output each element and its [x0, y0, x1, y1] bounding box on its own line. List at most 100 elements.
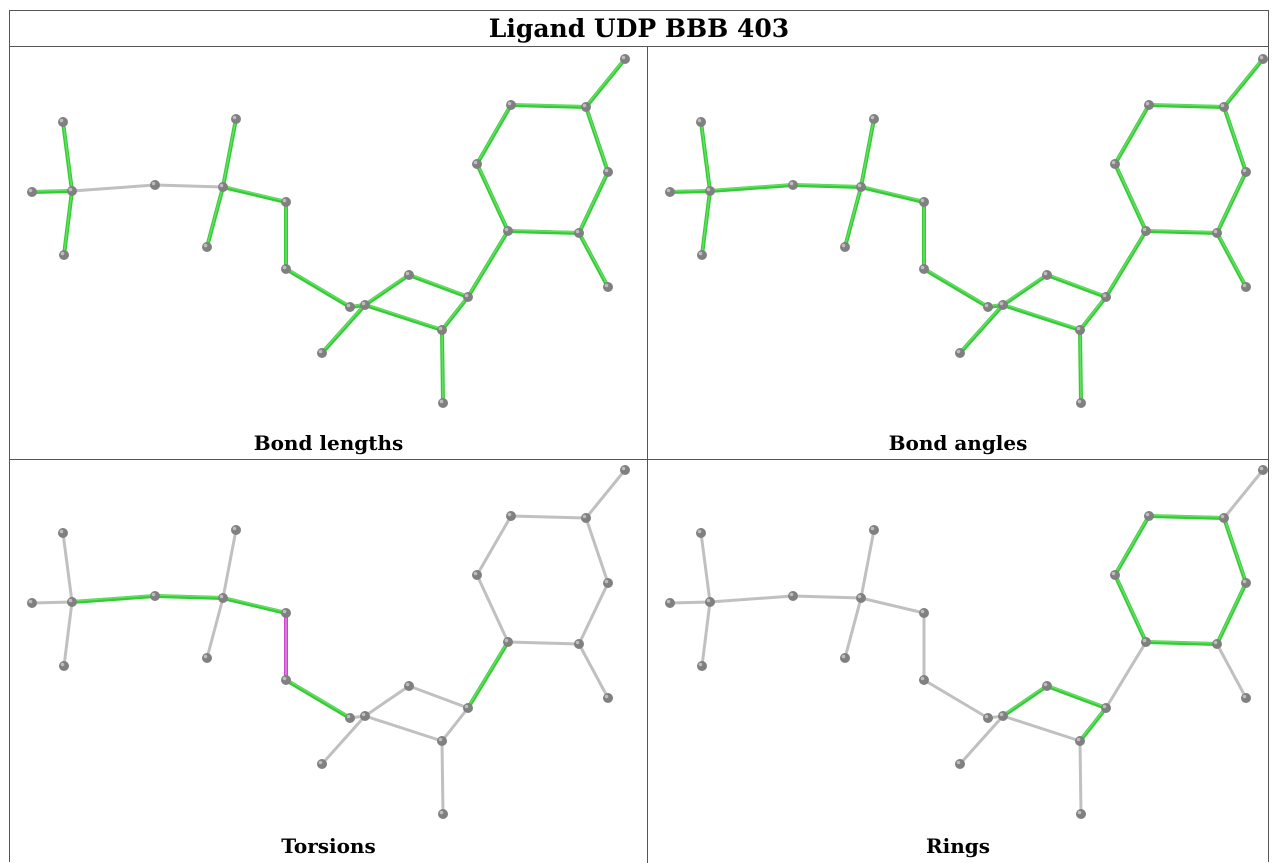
atom-highlight — [405, 682, 410, 687]
atom — [281, 608, 291, 618]
atom — [404, 681, 414, 691]
atom — [919, 197, 929, 207]
bond-highlight — [285, 678, 351, 718]
bond-highlight — [1216, 581, 1247, 644]
atom — [665, 187, 675, 197]
atom-highlight — [697, 118, 702, 123]
atom-highlight — [920, 609, 925, 614]
bond-highlight — [476, 103, 512, 164]
atom — [281, 675, 291, 685]
bond — [1144, 229, 1219, 235]
bond-highlight — [585, 105, 609, 172]
atom-highlight — [68, 187, 73, 192]
bond-highlight — [1105, 229, 1147, 297]
bond-highlight — [467, 640, 509, 708]
atom-highlight — [999, 712, 1004, 717]
bond-highlight — [476, 162, 509, 231]
bond — [62, 600, 74, 668]
atom — [59, 250, 69, 260]
atom-highlight — [438, 737, 443, 742]
atom — [1101, 703, 1111, 713]
atom — [620, 465, 630, 475]
bond — [440, 706, 470, 743]
atom-highlight — [219, 594, 224, 599]
bond — [1045, 273, 1108, 299]
bond — [1001, 714, 1082, 743]
atom-highlight — [984, 714, 989, 719]
atom-highlight — [698, 662, 703, 667]
atom-highlight — [1102, 293, 1107, 298]
atom — [231, 114, 241, 124]
bond-highlight — [31, 189, 73, 192]
bond — [1222, 468, 1265, 520]
atom-highlight — [920, 198, 925, 203]
atom-highlight — [604, 283, 609, 288]
bond — [284, 267, 352, 309]
atom-highlight — [1077, 399, 1082, 404]
atom — [840, 242, 850, 252]
atom — [438, 398, 448, 408]
atom-highlight — [1076, 737, 1081, 742]
bond-highlight — [669, 189, 711, 192]
atom — [150, 591, 160, 601]
atom — [697, 661, 707, 671]
atom-highlight — [666, 599, 671, 604]
bond — [363, 273, 411, 307]
panel-torsions: Torsions — [10, 460, 648, 863]
bond — [363, 684, 411, 718]
atom-highlight — [999, 301, 1004, 306]
bond — [584, 516, 610, 585]
atom-highlight — [621, 55, 626, 60]
atom-highlight — [870, 115, 875, 120]
bond-highlight — [701, 189, 711, 255]
atom — [919, 608, 929, 618]
atom — [59, 661, 69, 671]
atom-highlight — [1213, 229, 1218, 234]
atom-highlight — [706, 187, 711, 192]
caption-rings: Rings — [925, 834, 990, 858]
bond-highlight — [700, 120, 711, 191]
bond-highlight — [1114, 573, 1147, 642]
bond-highlight — [222, 117, 237, 187]
atom — [620, 54, 630, 64]
atom — [603, 578, 613, 588]
bond-highlight — [1148, 103, 1225, 107]
atom — [983, 302, 993, 312]
bond — [1147, 514, 1226, 520]
bond-highlight — [578, 170, 609, 233]
atom-highlight — [984, 303, 989, 308]
bond-highlight — [441, 295, 469, 330]
atom — [503, 226, 513, 236]
bond-highlight — [1223, 516, 1247, 583]
atom — [472, 159, 482, 169]
bond — [791, 594, 863, 600]
atom-highlight — [346, 714, 351, 719]
atom-highlight — [361, 712, 366, 717]
bond — [708, 594, 795, 604]
atom — [856, 593, 866, 603]
atom-highlight — [28, 188, 33, 193]
atom — [1241, 282, 1251, 292]
atom-highlight — [1142, 638, 1147, 643]
atom-highlight — [438, 326, 443, 331]
atom-highlight — [1242, 283, 1247, 288]
atom — [603, 167, 613, 177]
atom-highlight — [956, 349, 961, 354]
atom — [1101, 292, 1111, 302]
atom-highlight — [789, 181, 794, 186]
atom-highlight — [621, 466, 626, 471]
bond — [61, 531, 74, 604]
atom-highlight — [604, 694, 609, 699]
bond — [153, 594, 225, 600]
atom-highlight — [1259, 466, 1264, 471]
atom-highlight — [870, 526, 875, 531]
atom-highlight — [1076, 326, 1081, 331]
bond-highlight — [1145, 640, 1218, 644]
atom — [1212, 639, 1222, 649]
bond — [221, 528, 238, 600]
atom — [317, 348, 327, 358]
bond-highlight — [1002, 273, 1048, 305]
atom-highlight — [1145, 512, 1150, 517]
bond — [859, 185, 926, 204]
bond — [440, 739, 445, 816]
